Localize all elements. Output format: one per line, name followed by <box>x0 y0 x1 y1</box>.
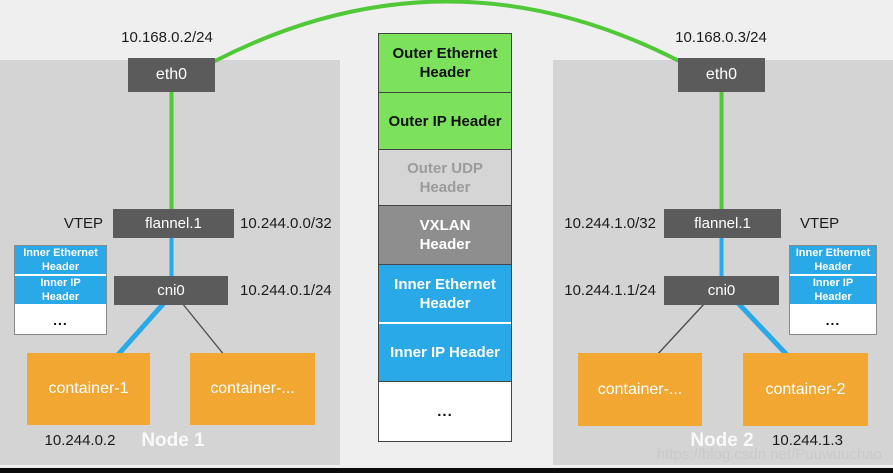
node1-inner-payload-ellipsis: ... <box>15 306 106 334</box>
vxlan-packet-stack: Outer Ethernet Header Outer IP Header Ou… <box>378 33 512 442</box>
node2-flannel-interface: flannel.1 <box>664 209 781 238</box>
node2-pod-ip: 10.244.1.3 <box>772 432 843 449</box>
node1-pod-ip: 10.244.0.2 <box>44 432 116 449</box>
vxlan-header-row: VXLAN Header <box>379 206 511 265</box>
outer-ethernet-header-row: Outer Ethernet Header <box>379 34 511 93</box>
node2-eth0-ip: 10.168.0.3/24 <box>675 29 767 46</box>
outer-ip-header-row: Outer IP Header <box>379 93 511 150</box>
node1-container-dots: container-... <box>190 353 315 425</box>
node2-cni0-interface: cni0 <box>664 276 779 305</box>
node1-inner-ip-header: Inner IP Header <box>15 276 106 306</box>
node1-cni0-interface: cni0 <box>114 276 228 305</box>
node1-container-1: container-1 <box>27 353 150 425</box>
node2-inner-ip-header: Inner IP Header <box>790 276 876 306</box>
node2-cni-container2-link <box>736 301 791 359</box>
node2-label: Node 2 <box>690 430 754 451</box>
outer-udp-header-row: Outer UDP Header <box>379 150 511 206</box>
node1-flannel-interface: flannel.1 <box>113 209 234 238</box>
node1-eth0-interface: eth0 <box>128 58 215 92</box>
node1-vtep-label: VTEP <box>63 215 103 232</box>
node2-eth0-interface: eth0 <box>678 58 765 92</box>
inner-ethernet-header-row: Inner Ethernet Header <box>379 265 511 324</box>
node1-cni-container1-link <box>114 301 166 359</box>
node1-inner-ethernet-header: Inner Ethernet Header <box>15 246 106 276</box>
underlay-network-arc <box>213 0 681 63</box>
node2-inner-ethernet-header: Inner Ethernet Header <box>790 246 876 276</box>
node2-inner-payload-ellipsis: ... <box>790 306 876 334</box>
payload-ellipsis-row: ... <box>379 382 511 441</box>
node1-label: Node 1 <box>141 430 205 451</box>
bottom-black-bar <box>0 468 893 473</box>
node1-cni0-ip: 10.244.0.1/24 <box>240 282 332 299</box>
node2-vtep-label: VTEP <box>800 215 840 232</box>
node2-container-2: container-2 <box>743 353 868 426</box>
node2-flannel-ip: 10.244.1.0/32 <box>564 215 656 232</box>
inner-ip-header-row: Inner IP Header <box>379 324 511 382</box>
node1-flannel-ip: 10.244.0.0/32 <box>240 215 332 232</box>
watermark-url: https://blog.csdn.net/Puuwuuchao <box>656 446 882 463</box>
node2-cni0-ip: 10.244.1.1/24 <box>564 282 656 299</box>
node2-inner-packet-stack: Inner Ethernet Header Inner IP Header ..… <box>789 245 877 335</box>
node2-container-dots: container-... <box>578 353 702 426</box>
node1-eth0-ip: 10.168.0.2/24 <box>121 29 213 46</box>
node2-cni-container-dots-link <box>655 302 706 357</box>
node1-cni-container-dots-link <box>181 302 226 357</box>
node1-inner-packet-stack: Inner Ethernet Header Inner IP Header ..… <box>14 245 107 335</box>
